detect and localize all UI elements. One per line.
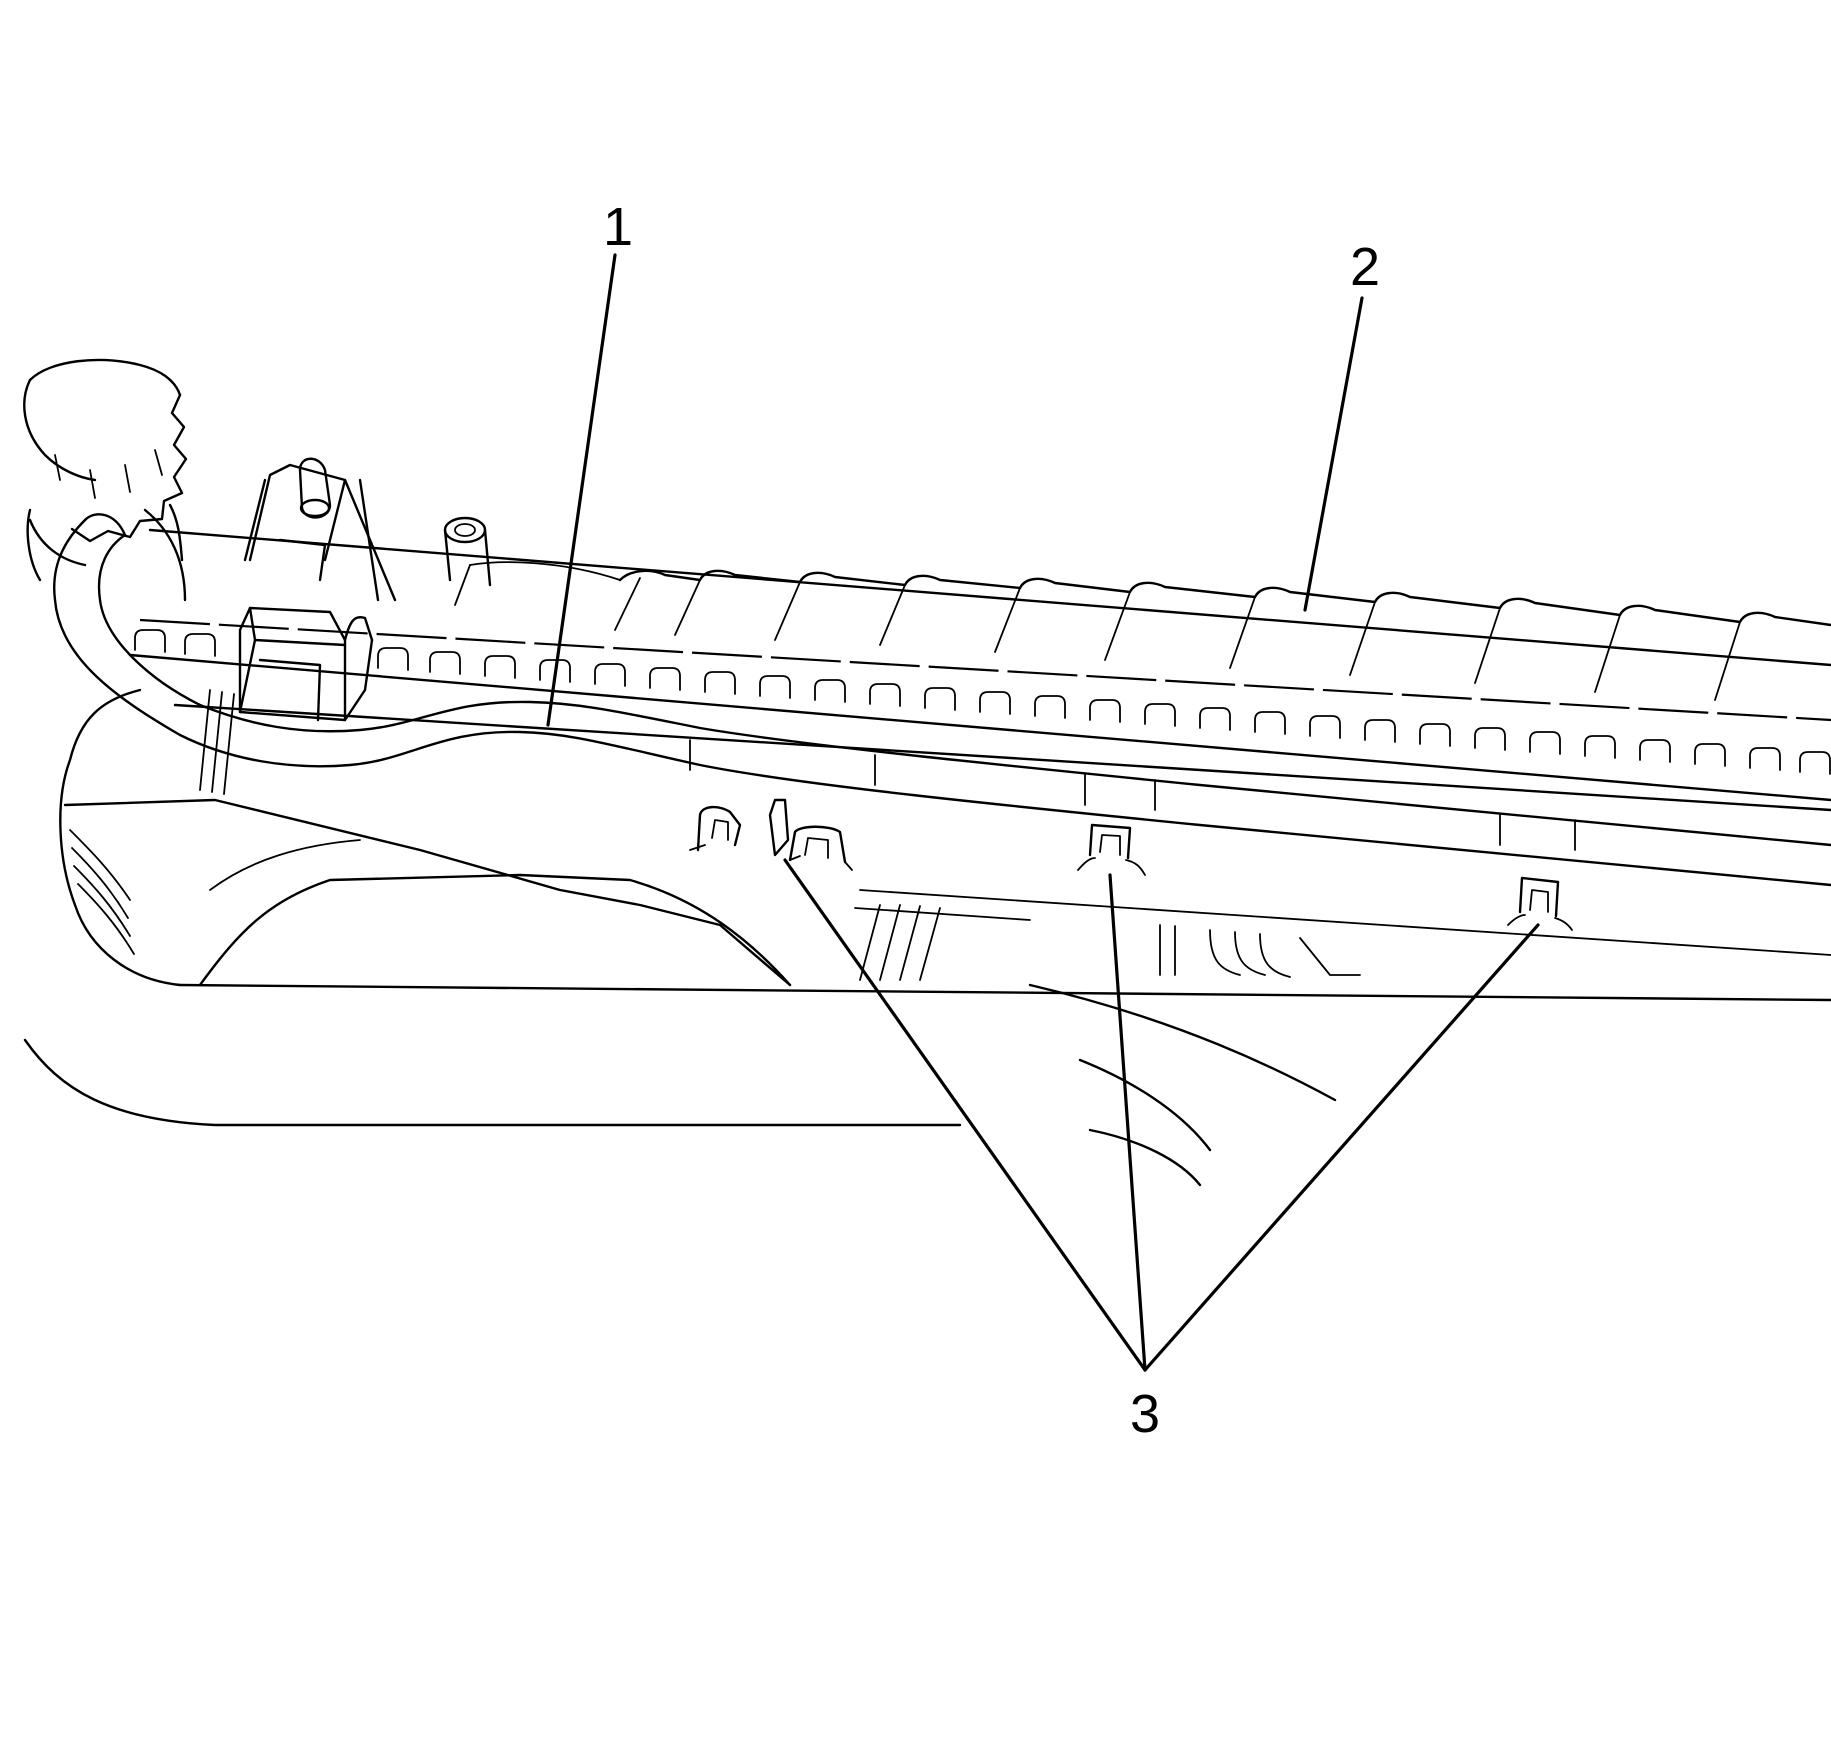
radiator: [128, 528, 1831, 851]
leader-line-3a: [783, 858, 1147, 1372]
hose-clip-4: [1507, 876, 1573, 931]
hose-clip-3: [1077, 823, 1146, 876]
coolant-hose: [53, 513, 1831, 887]
retaining-clips: [689, 798, 1573, 931]
hose-clip-2: [788, 825, 853, 871]
leader-line-3b: [1108, 873, 1147, 1372]
leader-line-1: [546, 253, 617, 727]
hose-clip-1: [689, 798, 790, 857]
leader-lines: [546, 253, 1540, 1372]
radiator-cap: [23, 358, 188, 602]
lower-shroud: [23, 688, 1831, 1187]
callout-labels: 1 2 3: [603, 197, 1380, 1444]
callout-2: 2: [1350, 237, 1380, 297]
callout-1: 1: [603, 197, 633, 257]
callout-3: 3: [1130, 1384, 1160, 1444]
upper-fitting: [443, 516, 492, 587]
leader-line-3c: [1143, 923, 1540, 1372]
leader-line-2: [1303, 296, 1364, 612]
upper-bracket: [199, 457, 397, 795]
radiator-fin-tabs: [134, 629, 1831, 775]
